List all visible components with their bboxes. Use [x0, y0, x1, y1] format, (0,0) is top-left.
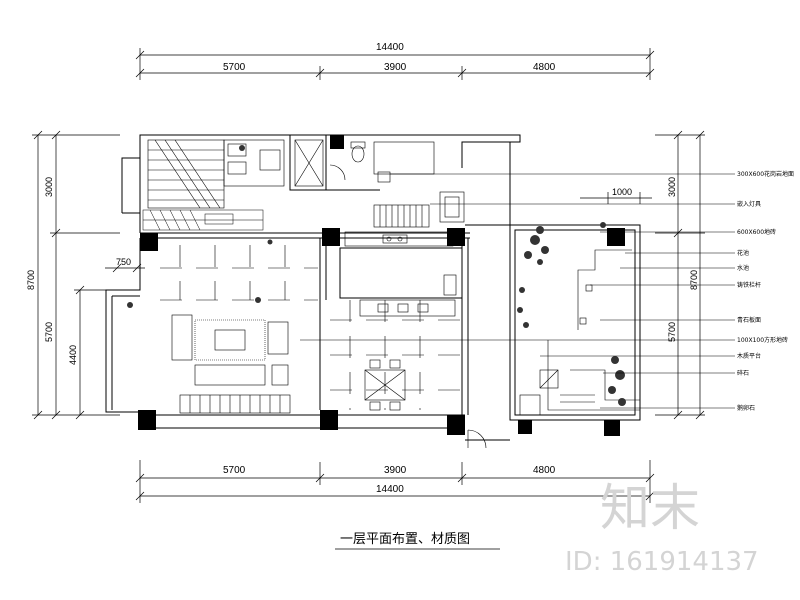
dim-bottom-total: 14400	[376, 484, 404, 495]
annotation-label: 木质平台	[737, 352, 761, 360]
column	[138, 410, 156, 430]
structural-columns	[138, 135, 625, 436]
dim-top-total: 14400	[376, 42, 404, 53]
dim-left-small: 750	[116, 257, 131, 267]
living-room-sofa	[171, 314, 291, 414]
drawing-title: 一层平面布置、材质图	[340, 532, 470, 547]
watermark-id: ID: 161914137	[565, 547, 759, 577]
dim-left-seg-2: 5700	[44, 322, 54, 342]
dim-bottom-seg-2: 3900	[384, 465, 407, 476]
annotation-label: 水池	[737, 264, 749, 272]
dim-right-inner: 1000	[612, 187, 632, 197]
column	[604, 420, 620, 436]
dim-left-seg-1: 3000	[44, 177, 54, 197]
dim-left-total: 8700	[26, 270, 36, 290]
shoe-rack	[373, 191, 465, 228]
left-dimension-chain	[32, 130, 145, 420]
dim-right-total: 8700	[689, 270, 699, 290]
column	[320, 410, 338, 430]
annotation-label: 碎石	[737, 369, 749, 377]
column	[447, 415, 465, 435]
dim-top-seg-3: 4800	[533, 62, 556, 73]
stair-top-left	[147, 139, 225, 209]
column	[330, 135, 344, 149]
column	[607, 228, 625, 246]
dim-bottom-seg-3: 4800	[533, 465, 556, 476]
annotation-label: 鹅卵石	[737, 404, 755, 412]
right-dimension-chain	[580, 130, 705, 420]
annotation-leaders	[300, 173, 735, 409]
bottom-dimension-chain	[135, 460, 655, 503]
cabinet-band	[142, 209, 264, 231]
annotation-label: 嵌入灯具	[737, 200, 761, 208]
building-walls	[105, 134, 641, 441]
kitchen-counter	[344, 231, 457, 317]
watermark-brand: 知末	[600, 479, 700, 537]
column	[140, 233, 158, 251]
dim-right-seg-1: 3000	[667, 177, 677, 197]
dim-top-seg-1: 5700	[223, 62, 246, 73]
dining-table	[364, 359, 406, 411]
dim-bottom-seg-1: 5700	[223, 465, 246, 476]
bathroom	[294, 139, 435, 187]
annotation-label: 100X100方形地砖	[737, 336, 788, 344]
dim-top-seg-2: 3900	[384, 62, 407, 73]
dim-right-seg-2: 5700	[667, 322, 677, 342]
dim-left-inner: 4400	[68, 345, 78, 365]
top-dimension-chain	[135, 48, 655, 80]
annotation-label: 花池	[737, 249, 749, 257]
courtyard	[519, 249, 640, 416]
column	[322, 228, 340, 246]
column	[518, 420, 532, 434]
annotation-label: 300X600花岗岩地面	[737, 170, 794, 178]
column	[447, 228, 465, 246]
floor-tile-grid	[160, 245, 460, 410]
annotation-label: 青石板面	[737, 316, 761, 324]
bed-top	[223, 139, 285, 187]
plants	[127, 145, 626, 406]
annotation-label: 600X600地砖	[737, 228, 776, 236]
annotation-label: 铸铁栏杆	[737, 281, 761, 289]
entry-door	[467, 429, 487, 449]
